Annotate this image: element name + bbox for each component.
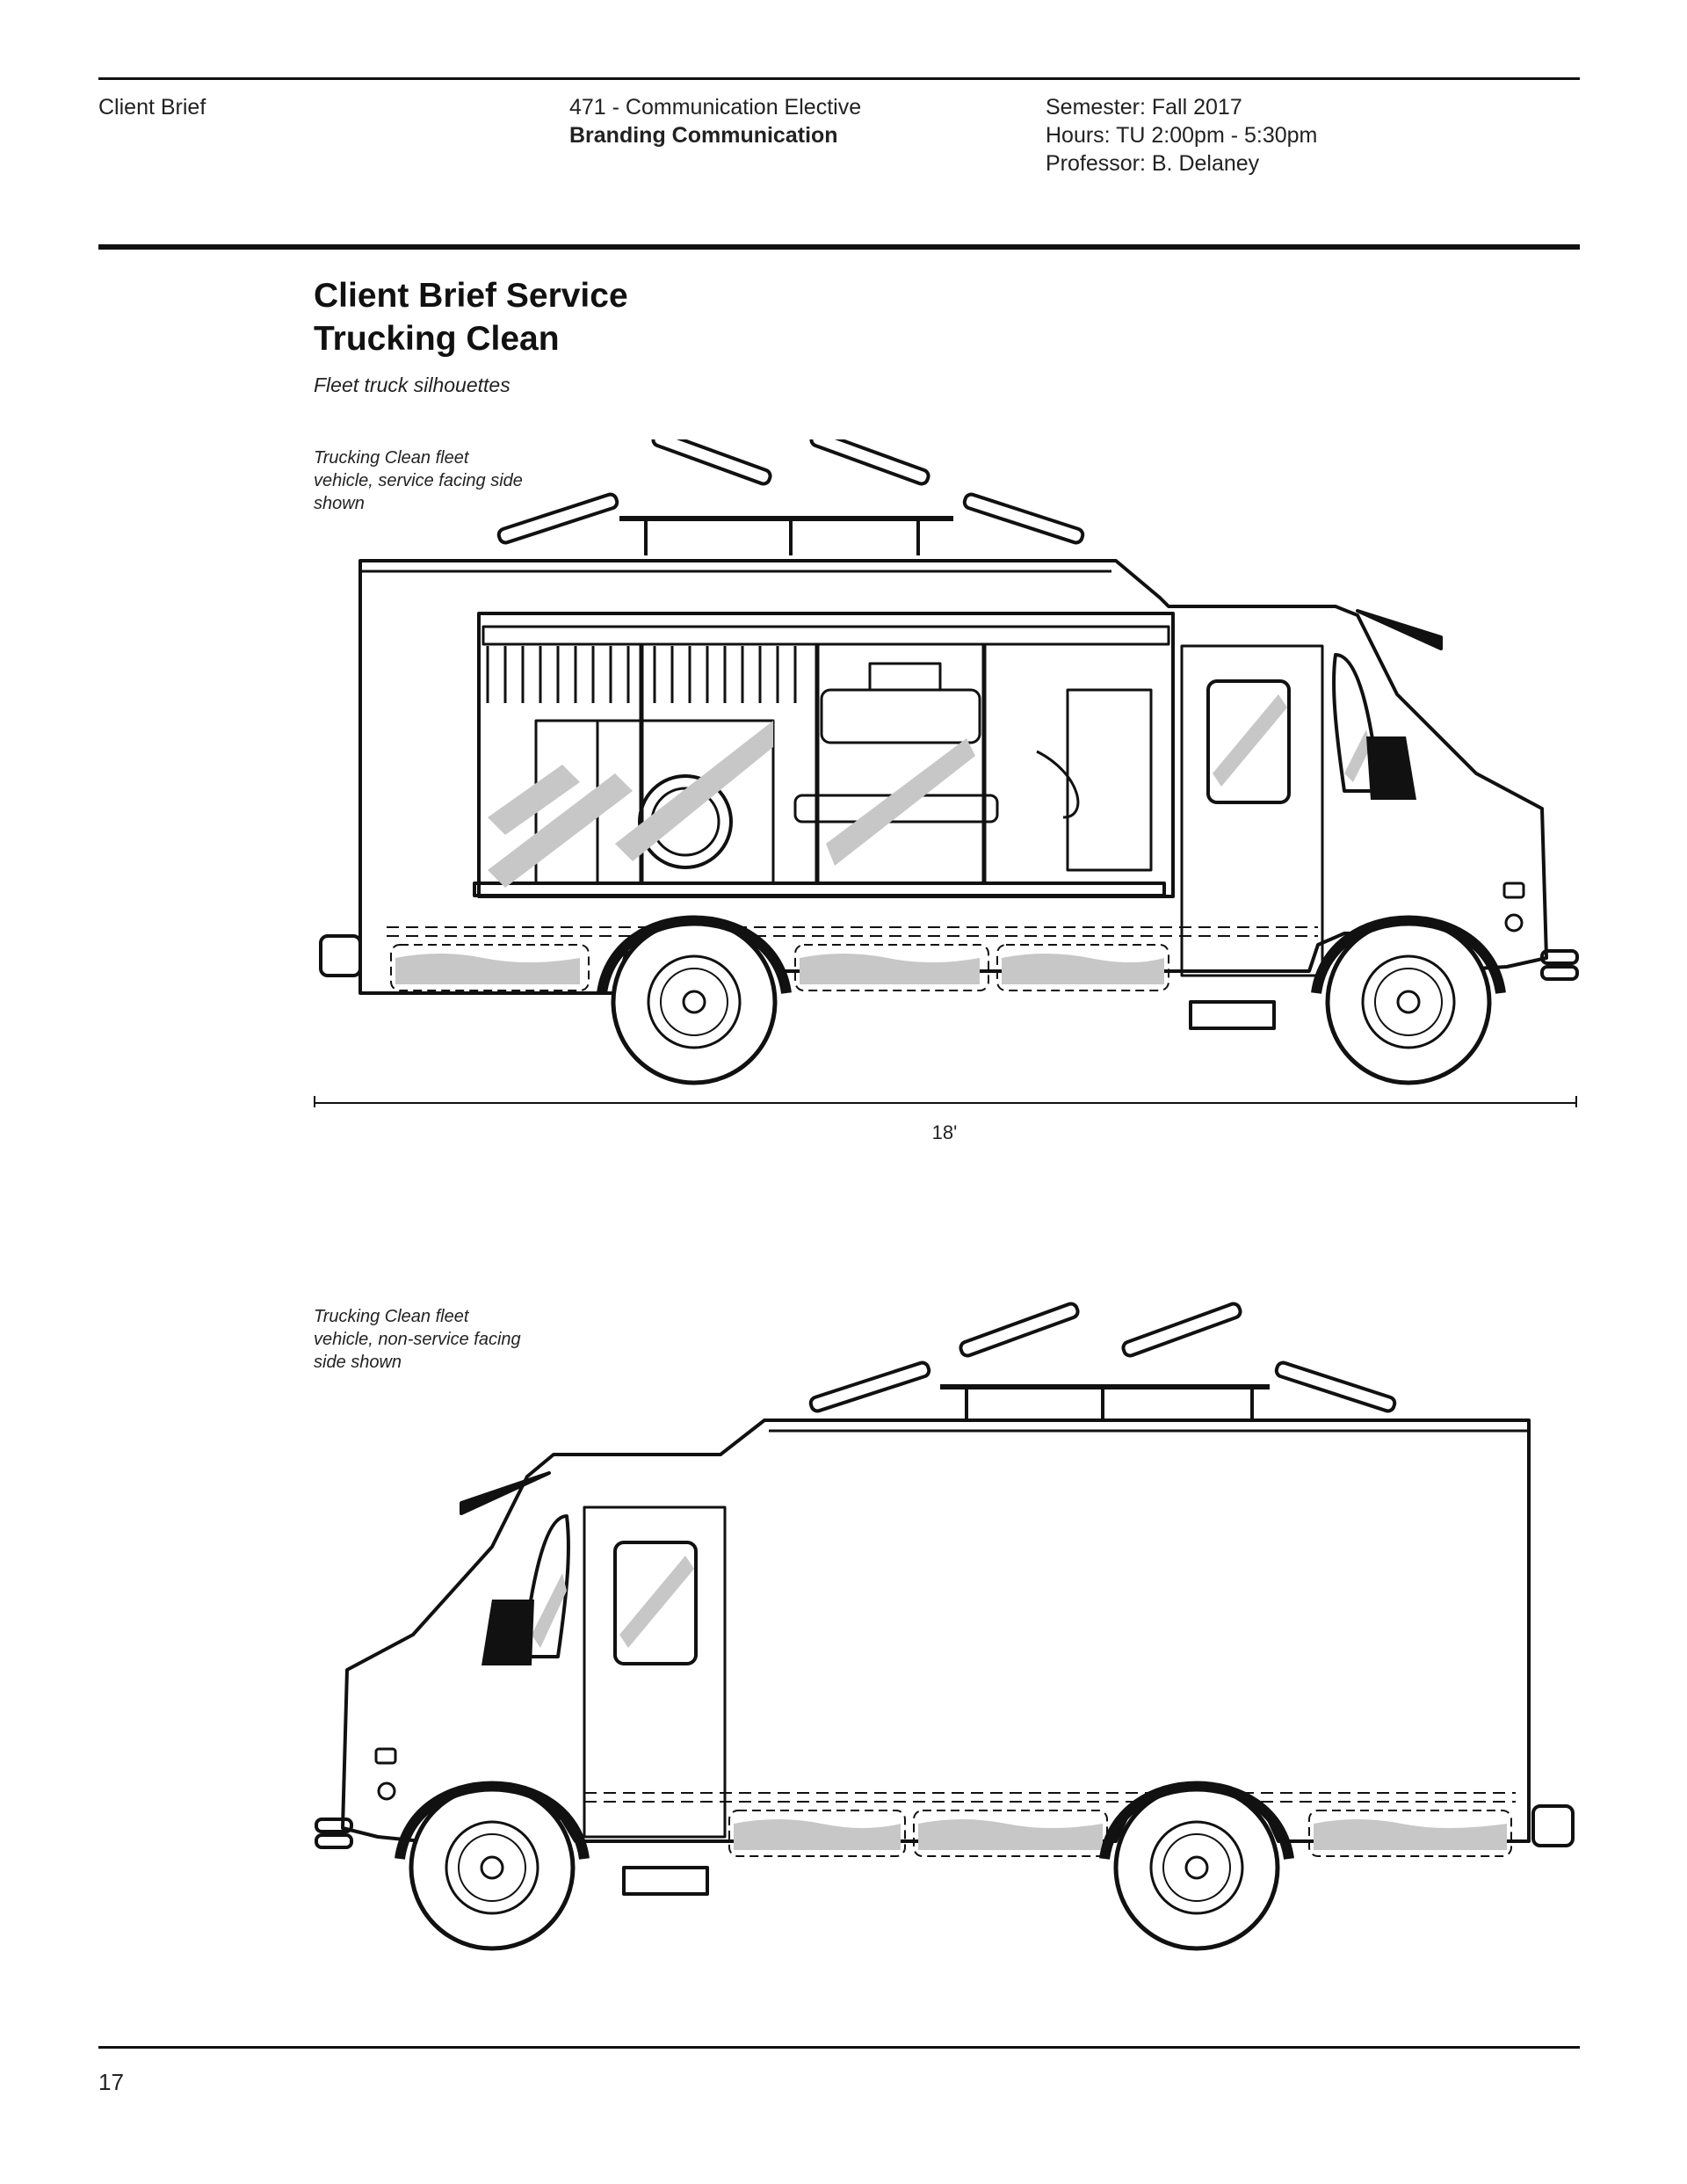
solar-panel (808, 1360, 931, 1413)
course-number: 471 - Communication Elective (569, 95, 862, 120)
wheel-front (409, 1784, 576, 1951)
side-mirror (481, 1600, 534, 1665)
solar-panel (496, 492, 619, 545)
wheel-front (1325, 918, 1492, 1085)
dimension-label: 18' (931, 1121, 958, 1143)
page-subtitle: Fleet truck silhouettes (314, 374, 510, 396)
solar-panel (1274, 1360, 1397, 1413)
figure-2-caption: Trucking Clean fleet vehicle, non-servic… (314, 1307, 521, 1372)
truck-non-service-side-illustration (315, 1302, 1575, 1951)
header-course: 471 - Communication Elective Branding Co… (569, 93, 861, 149)
page-number: 17 (98, 2069, 124, 2095)
figure-1-caption: Trucking Clean fleet vehicle, service fa… (314, 448, 523, 513)
solar-panel (809, 439, 930, 486)
header-section: Client Brief (98, 93, 206, 121)
wheel-rear (1113, 1784, 1280, 1951)
header-divider (98, 244, 1580, 250)
dimension-line (314, 1096, 1577, 1107)
section-label: Client Brief (98, 95, 206, 120)
semester: Semester: Fall 2017 (1046, 95, 1242, 120)
footer-rule (98, 2046, 1580, 2049)
title-line-1: Client Brief Service (314, 277, 628, 315)
truck-service-side-illustration (314, 439, 1579, 1107)
top-rule (98, 77, 1580, 80)
professor: Professor: B. Delaney (1046, 151, 1260, 176)
solar-panel (651, 439, 772, 486)
solar-panel (962, 492, 1085, 545)
course-name: Branding Communication (569, 123, 838, 148)
wheel-rear (611, 918, 778, 1085)
hours: Hours: TU 2:00pm - 5:30pm (1046, 123, 1318, 148)
solar-panel (1121, 1302, 1242, 1358)
side-mirror (1366, 736, 1416, 800)
solar-panel (959, 1302, 1080, 1358)
header-meta: Semester: Fall 2017 Hours: TU 2:00pm - 5… (1046, 93, 1317, 178)
title-line-2: Trucking Clean (314, 320, 560, 358)
page-title: Client Brief Service Trucking Clean (314, 274, 628, 360)
